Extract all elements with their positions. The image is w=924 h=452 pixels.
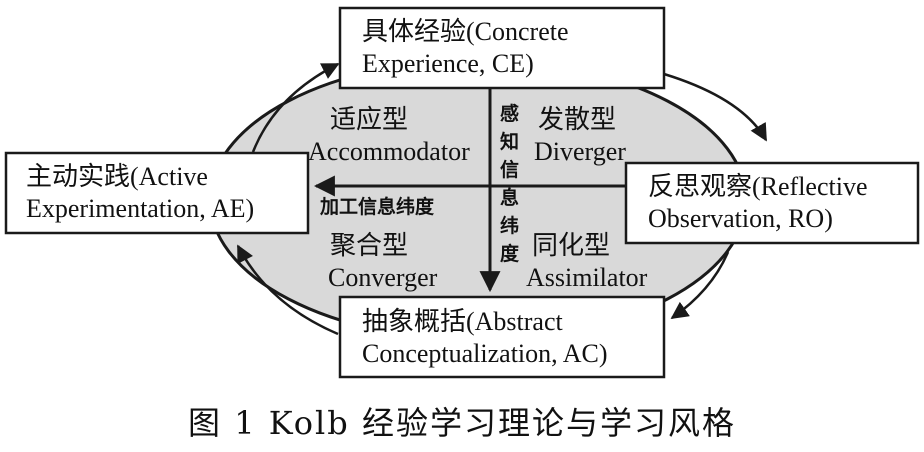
ro-label-line2: Observation, RO) bbox=[648, 204, 833, 233]
ro-label-line1: 反思观察(Reflective bbox=[648, 172, 868, 201]
ae-label-line2: Experimentation, AE) bbox=[26, 194, 254, 223]
accommodator-cn: 适应型 bbox=[330, 105, 408, 134]
perception-char-6: 度 bbox=[500, 242, 520, 265]
ce-label-line2: Experience, CE) bbox=[362, 49, 534, 78]
figure-caption: 图 1 Kolb 经验学习理论与学习风格 bbox=[188, 404, 736, 442]
converger-en: Converger bbox=[328, 263, 438, 292]
perception-char-3: 信 bbox=[500, 158, 519, 181]
assimilator-en: Assimilator bbox=[526, 263, 648, 292]
style-converger: 聚合型 Converger bbox=[328, 231, 438, 292]
active-experimentation-box: 主动实践(Active Experimentation, AE) bbox=[4, 151, 310, 235]
ae-label-line1: 主动实践(Active bbox=[26, 162, 208, 191]
diverger-cn: 发散型 bbox=[538, 105, 616, 134]
ac-label-line2: Conceptualization, AC) bbox=[362, 339, 608, 368]
abstract-conceptualization-box: 抽象概括(Abstract Conceptualization, AC) bbox=[338, 295, 666, 379]
style-diverger: 发散型 Diverger bbox=[534, 105, 626, 166]
perception-char-4: 息 bbox=[500, 186, 519, 209]
kolb-cycle-diagram: 具体经验(Concrete Experience, CE) 反思观察(Refle… bbox=[4, 6, 920, 379]
processing-axis-label: 加工信息纬度 bbox=[319, 195, 435, 218]
perception-axis-label: 感 知 信 息 纬 度 bbox=[500, 102, 520, 265]
accommodator-en: Accommodator bbox=[308, 137, 470, 166]
perception-char-5: 纬 bbox=[500, 214, 519, 237]
perception-char-1: 感 bbox=[500, 102, 519, 125]
assimilator-cn: 同化型 bbox=[532, 231, 610, 260]
converger-cn: 聚合型 bbox=[330, 231, 408, 260]
cycle-arrow-ce-to-ro bbox=[663, 72, 768, 142]
ce-label-line1: 具体经验(Concrete bbox=[362, 17, 569, 46]
cycle-arrow-ac-to-ae bbox=[236, 244, 339, 336]
reflective-observation-box: 反思观察(Reflective Observation, RO) bbox=[624, 161, 920, 245]
cycle-arrow-ro-to-ac bbox=[670, 251, 730, 320]
style-assimilator: 同化型 Assimilator bbox=[526, 231, 648, 292]
style-accommodator: 适应型 Accommodator bbox=[308, 105, 470, 166]
cycle-arrow-ae-to-ce bbox=[251, 62, 340, 153]
diverger-en: Diverger bbox=[534, 137, 626, 166]
ac-label-line1: 抽象概括(Abstract bbox=[362, 307, 564, 336]
concrete-experience-box: 具体经验(Concrete Experience, CE) bbox=[338, 6, 666, 90]
perception-char-2: 知 bbox=[500, 130, 519, 153]
